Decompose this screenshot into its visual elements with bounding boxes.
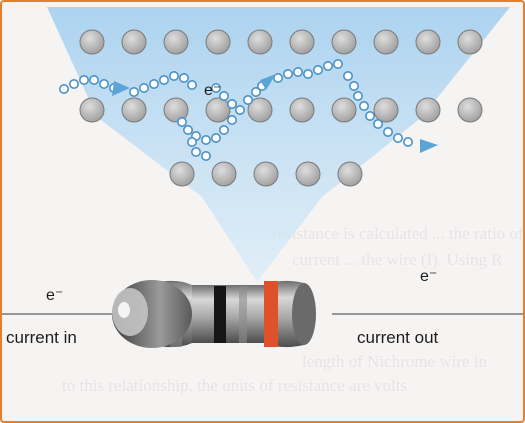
electron-bead-icon <box>187 137 198 148</box>
arrow-head-icon <box>420 139 438 153</box>
electron-bead-icon <box>372 119 383 130</box>
electron-bead-icon <box>89 75 100 86</box>
electron-bead-icon <box>79 75 90 86</box>
atom-circle-icon <box>373 29 399 55</box>
arrow-head-icon <box>112 81 130 96</box>
electron-bead-icon <box>272 73 283 84</box>
atom-circle-icon <box>163 29 189 55</box>
electron-bead-icon <box>177 117 188 128</box>
atom-circle-icon <box>457 29 483 55</box>
atom-circle-icon <box>331 29 357 55</box>
arrow-head-icon <box>260 74 276 90</box>
resistor <box>112 280 316 348</box>
atom-circle-icon <box>205 97 231 123</box>
electron-bead-icon <box>211 133 222 144</box>
atom-circle-icon <box>121 29 147 55</box>
electron-bead-icon <box>211 83 222 94</box>
electron-bead-icon <box>382 127 393 138</box>
electron-bead-icon <box>352 91 363 102</box>
electron-bead-icon <box>69 79 80 90</box>
electron-bead-icon <box>58 84 69 95</box>
electron-bead-icon <box>201 135 212 146</box>
electron-label-right: e⁻ <box>420 268 438 285</box>
electron-bead-icon <box>183 125 194 136</box>
electron-bead-icon <box>348 81 359 92</box>
atom-circle-icon <box>247 97 273 123</box>
electron-bead-icon <box>251 87 262 98</box>
atom-circle-icon <box>295 161 321 187</box>
electron-bead-icon <box>332 58 343 69</box>
electron-label-top: e⁻ <box>204 82 222 99</box>
band-grey-2 <box>239 286 247 343</box>
electron-bead-icon <box>243 95 254 106</box>
atom-lattice <box>79 29 483 187</box>
atom-circle-icon <box>169 161 195 187</box>
electron-bead-icon <box>179 73 190 84</box>
atom-circle-icon <box>415 29 441 55</box>
atom-circle-icon <box>415 97 441 123</box>
electron-bead-icon <box>292 67 303 78</box>
atom-circle-icon <box>457 97 483 123</box>
electron-bead-icon <box>364 111 375 122</box>
atom-circle-icon <box>337 161 363 187</box>
electron-bead-icon <box>312 64 323 75</box>
magnification-beam <box>47 7 510 282</box>
electron-bead-icon <box>201 151 212 162</box>
atom-circle-icon <box>289 97 315 123</box>
electron-bead-icon <box>159 75 170 86</box>
background-text: length of Nichrome wire in <box>302 352 488 371</box>
electron-label-left: e⁻ <box>46 287 64 304</box>
electron-bead-icon <box>191 147 202 158</box>
resistor-end-right <box>292 283 316 345</box>
atom-circle-icon <box>205 29 231 55</box>
electron-bead-icon <box>187 80 198 91</box>
electron-bead-icon <box>149 79 160 90</box>
electron-bead-icon <box>129 87 140 98</box>
electron-bead-icon <box>227 99 238 110</box>
electron-bead-icon <box>392 133 403 144</box>
band-red <box>264 281 278 347</box>
electron-bead-icon <box>282 69 293 80</box>
electron-bead-icon <box>227 115 238 126</box>
background-text: to this relationship, the units of resis… <box>62 376 408 395</box>
electron-bead-icon <box>139 83 150 94</box>
background-text: current ... the wire (I). Using R <box>292 250 503 269</box>
atom-circle-icon <box>253 161 279 187</box>
electron-bead-icon <box>322 60 333 71</box>
electron-bead-icon <box>358 101 369 112</box>
atom-circle-icon <box>373 97 399 123</box>
atom-circle-icon <box>331 97 357 123</box>
atom-circle-icon <box>121 97 147 123</box>
resistor-end-highlight <box>112 288 148 336</box>
atom-circle-icon <box>289 29 315 55</box>
atom-circle-icon <box>79 97 105 123</box>
electron-bead-icon <box>402 137 413 148</box>
electron-bead-icon <box>219 91 230 102</box>
electron-bead-icon <box>235 105 246 116</box>
lead-dot <box>118 302 130 318</box>
electron-bead-icon <box>169 71 180 82</box>
atom-circle-icon <box>247 29 273 55</box>
current-out-label: current out <box>357 328 439 347</box>
atom-circle-icon <box>79 29 105 55</box>
electron-paths <box>58 58 413 162</box>
band-black <box>214 286 226 343</box>
current-in-label: current in <box>6 328 77 347</box>
electron-bead-icon <box>342 71 353 82</box>
background-text: resistance is calculated ... the ratio o… <box>272 224 524 243</box>
electron-bead-icon <box>99 79 110 90</box>
atom-circle-icon <box>211 161 237 187</box>
electron-bead-icon <box>302 69 313 80</box>
electron-bead-icon <box>219 125 230 136</box>
atom-circle-icon <box>163 97 189 123</box>
